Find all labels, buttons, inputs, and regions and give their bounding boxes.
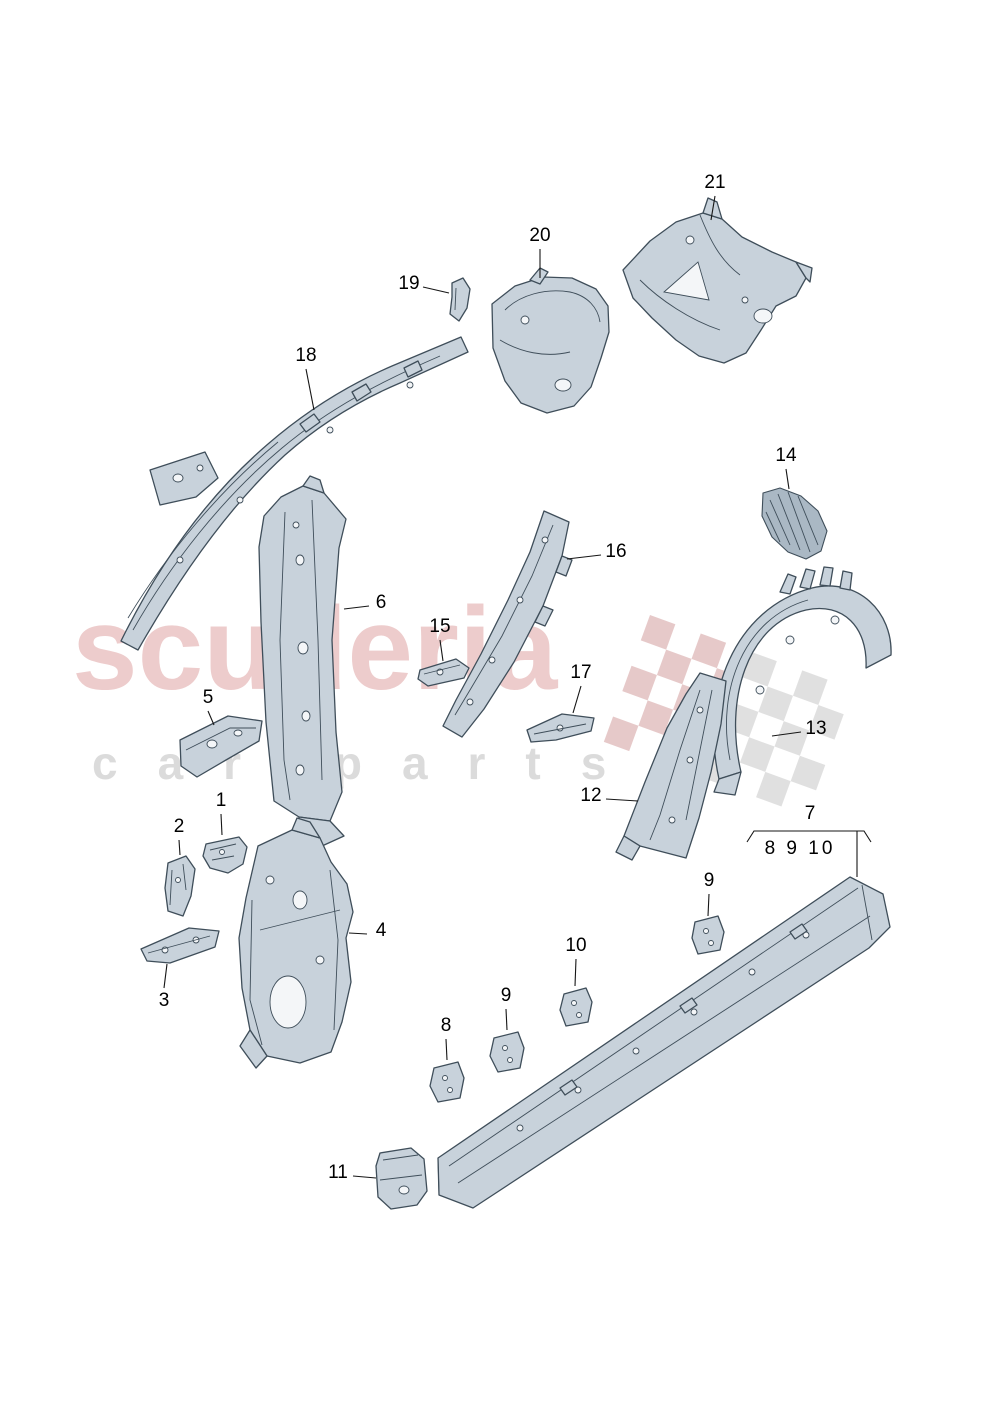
part-10-fixing-plate — [559, 987, 593, 1027]
part-8-fixing-plate — [429, 1061, 465, 1103]
group7-bracket — [746, 830, 872, 877]
part-6-b-pillar — [258, 475, 347, 847]
part-callout-11: 11 — [328, 1162, 348, 1183]
part-11-closing-plate — [375, 1147, 428, 1210]
watermark-checkered-flag-icon — [603, 615, 844, 807]
part-callout-18: 18 — [295, 345, 317, 366]
part-callout-16: 16 — [605, 541, 627, 562]
part-callout-13: 13 — [805, 718, 827, 739]
part-14-reinforcement-shell — [761, 487, 828, 560]
part-callout-1: 1 — [215, 790, 227, 811]
part-1-clip-bracket — [202, 836, 248, 874]
watermark-subtext: car parts — [92, 737, 647, 789]
part-20-quarter-panel-section — [491, 267, 610, 414]
part-9-fixing-plate-right — [691, 915, 725, 955]
group7-sub-labels: 8 9 10 — [764, 838, 836, 859]
part-18-roof-frame-rail — [120, 336, 469, 651]
part-callout-12: 12 — [580, 785, 602, 806]
part-callout-9: 9 — [703, 870, 715, 891]
part-callout-3: 3 — [158, 990, 170, 1011]
part-callout-17: 17 — [570, 662, 592, 683]
part-callout-9: 9 — [500, 985, 512, 1006]
part-4-hinge-pillar — [238, 817, 354, 1069]
part-13-wheel-housing-arch — [713, 566, 892, 796]
part-7-sill-panel — [437, 876, 891, 1209]
part-21-rear-quarter-structure — [622, 197, 813, 364]
part-callout-7: 7 — [804, 803, 816, 824]
part-callout-6: 6 — [375, 592, 387, 613]
part-3-strip-bracket — [140, 927, 220, 964]
part-9-fixing-plate-left — [489, 1031, 525, 1073]
part-5-mounting-bracket — [179, 715, 263, 778]
part-callout-21: 21 — [704, 172, 726, 193]
part-callout-19: 19 — [398, 273, 420, 294]
leader-lines — [163, 195, 802, 1179]
part-17-plate — [526, 713, 595, 743]
part-callout-20: 20 — [529, 225, 551, 246]
part-callout-5: 5 — [202, 687, 214, 708]
part-15-plate — [417, 658, 470, 687]
part-callout-10: 10 — [565, 935, 587, 956]
part-19-bracket — [449, 277, 471, 322]
part-12-side-panel-stiffener — [615, 672, 727, 861]
part-callout-8: 8 — [440, 1015, 452, 1036]
part-callout-2: 2 — [173, 816, 185, 837]
part-16-pillar-reinforcement — [442, 510, 573, 738]
part-callout-15: 15 — [429, 616, 451, 637]
part-callout-4: 4 — [375, 920, 387, 941]
part-2-angle-bracket — [164, 855, 196, 917]
part-callout-14: 14 — [775, 445, 797, 466]
